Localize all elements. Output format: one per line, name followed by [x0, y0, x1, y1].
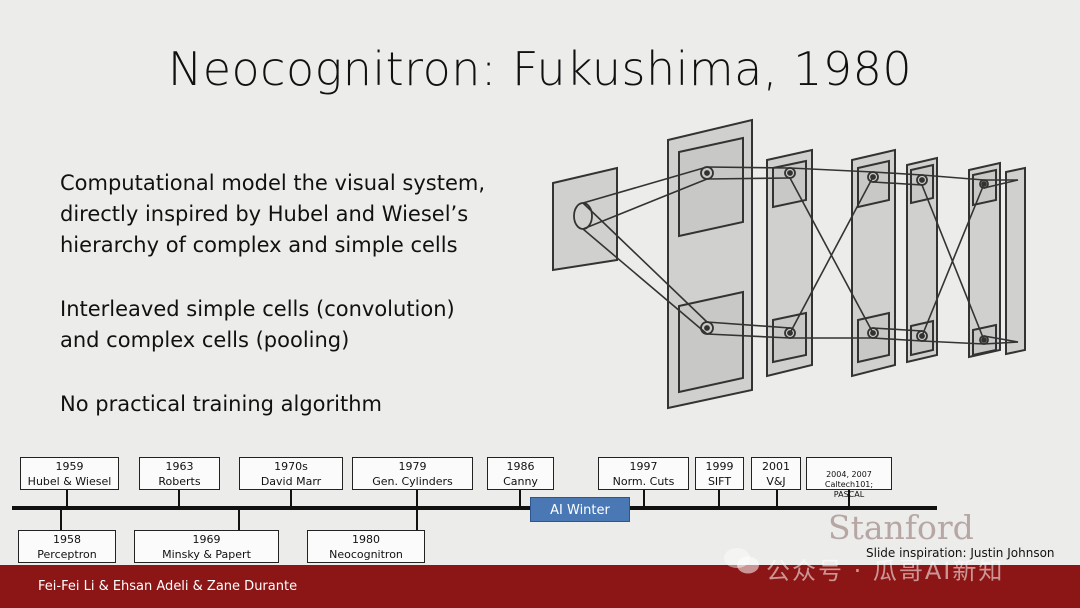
wechat-icon — [724, 548, 759, 574]
layer4-plane — [906, 156, 938, 364]
tick-2004 — [848, 489, 850, 507]
tick-1979 — [416, 489, 418, 507]
tick-1980 — [416, 509, 418, 531]
footer-authors: Fei-Fei Li & Ehsan Adeli & Zane Durante — [38, 579, 298, 594]
tick-1963 — [178, 489, 180, 507]
watermark-text: 公众号 · 瓜哥AI新知 — [766, 557, 1005, 585]
slide-credit: Slide inspiration: Justin Johnson — [866, 546, 1055, 560]
layer6-plane — [1005, 166, 1026, 356]
tick-1969 — [238, 509, 240, 531]
stanford-logo: Stanford — [828, 508, 974, 547]
bullet-3: No practical training algorithm — [60, 392, 382, 416]
neocognitron-diagram — [552, 118, 1026, 410]
tick-1999 — [718, 489, 720, 507]
slide-title: Neocognitron: Fukushima, 1980 — [167, 42, 913, 96]
tick-1986 — [519, 489, 521, 507]
tick-1958 — [60, 509, 62, 531]
bullet-2: Interleaved simple cells (convolution) a… — [60, 297, 455, 352]
tick-2001 — [776, 489, 778, 507]
layer5-plane — [968, 161, 1001, 359]
ai-winter-label: AI Winter — [530, 497, 630, 522]
layer3-patch-top — [857, 159, 890, 209]
layer1-patch-top — [678, 136, 744, 238]
footer-bar: Fei-Fei Li & Ehsan Adeli & Zane Durante — [0, 565, 1080, 608]
layer2-patch-top — [772, 159, 807, 209]
timeline-axis — [12, 506, 937, 510]
tick-1997 — [643, 489, 645, 507]
bullet-list: Computational model the visual system, d… — [60, 168, 530, 453]
tick-1970s — [290, 489, 292, 507]
bullet-1: Computational model the visual system, d… — [60, 171, 486, 257]
tick-1959 — [66, 489, 68, 507]
layer1-patch-bottom — [678, 290, 744, 394]
